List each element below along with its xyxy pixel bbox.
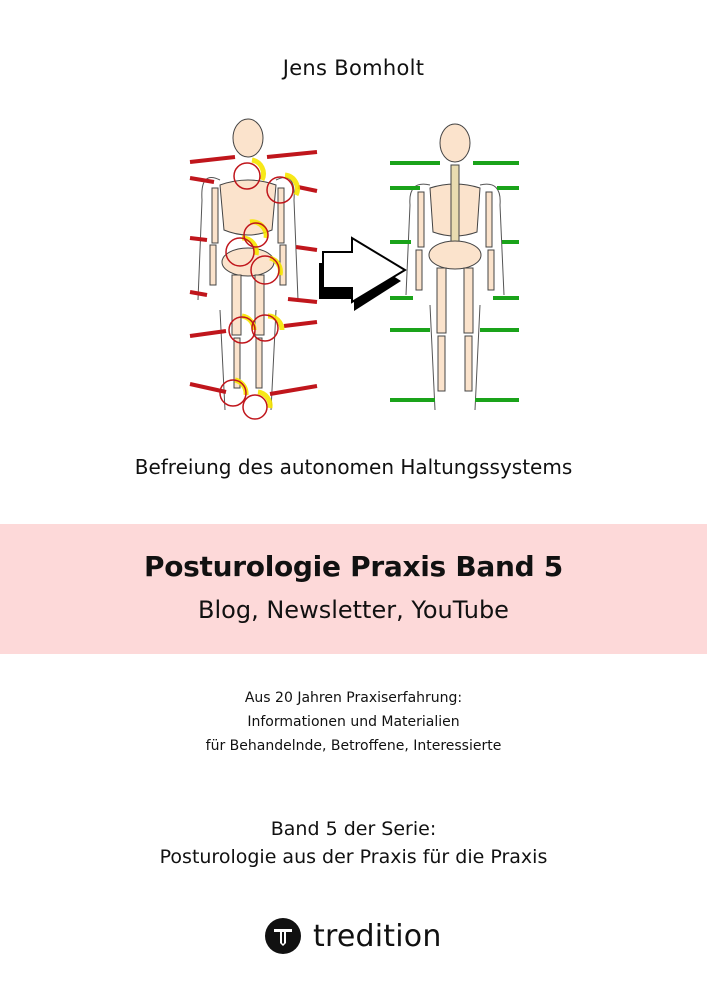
- title-band: [0, 524, 707, 654]
- skeleton-misaligned-icon: [189, 118, 318, 420]
- arrow-right-icon: [319, 236, 407, 311]
- posture-illustration: [189, 118, 519, 420]
- series-text: Band 5 der Serie: Posturologie aus der P…: [0, 815, 707, 871]
- book-subtitle: Blog, Newsletter, YouTube: [198, 596, 509, 624]
- info-line: für Behandelnde, Betroffene, Interessier…: [205, 738, 502, 754]
- subtitle: Befreiung des autonomen Haltungssystems: [134, 455, 573, 479]
- tredition-logo-icon: [265, 918, 301, 954]
- book-title: Posturologie Praxis Band 5: [144, 550, 563, 583]
- publisher-name: tredition: [313, 918, 442, 954]
- series-line: Posturologie aus der Praxis für die Prax…: [159, 846, 548, 868]
- info-line: Informationen und Materialien: [247, 714, 460, 730]
- skeleton-aligned-icon: [390, 123, 519, 411]
- info-text: Aus 20 Jahren Praxiserfahrung: Informati…: [0, 686, 707, 758]
- series-line: Band 5 der Serie:: [270, 818, 437, 840]
- publisher-logo: tredition: [265, 918, 442, 954]
- info-line: Aus 20 Jahren Praxiserfahrung:: [244, 690, 463, 706]
- author-name: Jens Bomholt: [282, 56, 425, 80]
